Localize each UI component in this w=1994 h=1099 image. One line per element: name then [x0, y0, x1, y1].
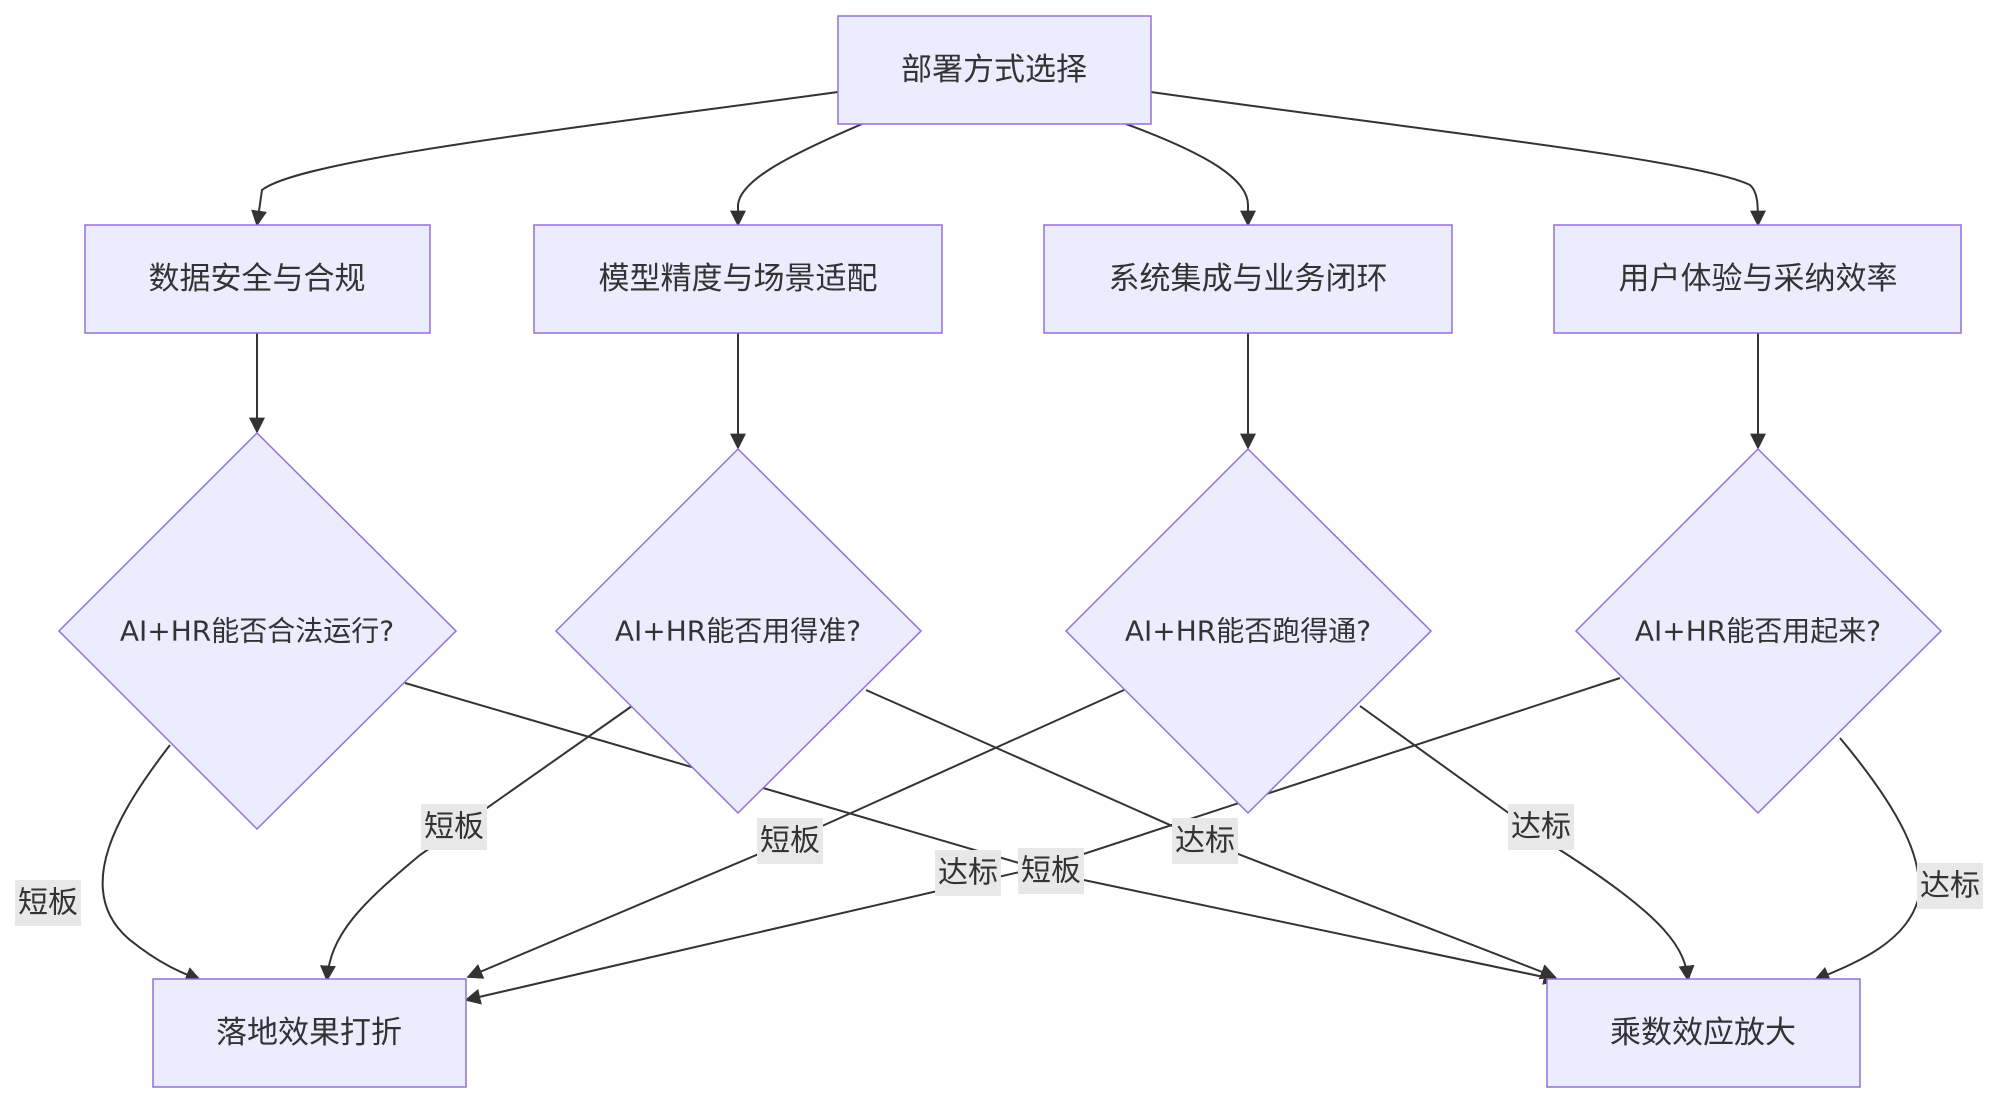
edge-root-to-model-accuracy — [730, 123, 863, 227]
edge-label-legal-pass-text: 达标 — [938, 856, 998, 891]
system-integration-label: 系统集成与业务闭环 — [1109, 261, 1388, 297]
edge-label-run-short: 短板 — [757, 818, 823, 864]
edge-label-adopt-pass-bg — [1917, 863, 1983, 909]
edge-label-run-pass-bg — [1508, 804, 1574, 850]
edge-label-run-short-text: 短板 — [760, 824, 820, 859]
node-root[interactable]: 部署方式选择 — [837, 15, 1152, 125]
node-q-adopt[interactable]: AI+HR能否用起来? — [1574, 447, 1943, 815]
user-experience-label: 用户体验与采纳效率 — [1619, 261, 1898, 297]
node-user-experience[interactable]: 用户体验与采纳效率 — [1553, 224, 1962, 334]
edge-label-legal-pass: 达标 — [935, 850, 1001, 896]
edge-q-legal-short — [101, 744, 202, 983]
edge-q-accurate-short — [319, 705, 633, 982]
q-legal-label: AI+HR能否合法运行? — [120, 615, 394, 648]
root-box — [837, 15, 1152, 125]
result-discount-label: 落地效果打折 — [216, 1015, 402, 1051]
edge-label-accurate-short-bg — [421, 804, 487, 850]
node-q-run[interactable]: AI+HR能否跑得通? — [1064, 447, 1433, 815]
edge-labels: 短板 短板 短板 达标 短板 达标 达标 达标 — [15, 804, 1983, 926]
user-experience-box — [1553, 224, 1962, 334]
root-label: 部署方式选择 — [901, 52, 1087, 88]
node-model-accuracy[interactable]: 模型精度与场景适配 — [533, 224, 943, 334]
edge-label-accurate-pass-bg — [1172, 818, 1238, 864]
edge-label-adopt-short-bg — [1018, 848, 1084, 894]
edge-label-accurate-short: 短板 — [421, 804, 487, 850]
edge-root-to-data-security — [251, 91, 839, 227]
edges-categories — [249, 333, 1766, 450]
data-security-label: 数据安全与合规 — [149, 261, 366, 297]
q-legal-diamond — [57, 431, 458, 831]
q-run-diamond — [1064, 447, 1433, 815]
edge-q-adopt-pass — [1813, 737, 1921, 982]
q-run-label: AI+HR能否跑得通? — [1125, 615, 1371, 648]
model-accuracy-label: 模型精度与场景适配 — [599, 261, 878, 297]
edges-results — [101, 677, 1921, 1005]
system-integration-box — [1043, 224, 1453, 334]
edges-root — [251, 91, 1766, 227]
edge-label-run-pass-text: 达标 — [1511, 810, 1571, 845]
q-adopt-label: AI+HR能否用起来? — [1635, 615, 1881, 648]
edge-label-legal-short-bg — [15, 880, 81, 926]
result-discount-box — [152, 978, 467, 1088]
edge-q-run-pass — [1359, 705, 1695, 982]
result-multiply-label: 乘数效应放大 — [1610, 1015, 1796, 1051]
edge-root-to-system-integration — [1125, 123, 1256, 227]
edge-label-accurate-short-text: 短板 — [424, 810, 484, 845]
node-data-security[interactable]: 数据安全与合规 — [84, 224, 431, 334]
edge-root-to-user-experience — [1150, 91, 1766, 227]
edge-label-accurate-pass: 达标 — [1172, 818, 1238, 864]
edge-label-adopt-pass: 达标 — [1917, 863, 1983, 909]
edge-label-accurate-pass-text: 达标 — [1175, 824, 1235, 859]
node-q-accurate[interactable]: AI+HR能否用得准? — [554, 447, 923, 815]
edge-label-adopt-short-text: 短板 — [1021, 854, 1081, 889]
q-adopt-diamond — [1574, 447, 1943, 815]
node-result-multiply[interactable]: 乘数效应放大 — [1546, 978, 1861, 1088]
model-accuracy-box — [533, 224, 943, 334]
q-accurate-diamond — [554, 447, 923, 815]
edge-label-run-pass: 达标 — [1508, 804, 1574, 850]
edge-label-run-short-bg — [757, 818, 823, 864]
data-security-box — [84, 224, 431, 334]
edge-label-legal-short: 短板 — [15, 880, 81, 926]
node-system-integration[interactable]: 系统集成与业务闭环 — [1043, 224, 1453, 334]
result-multiply-box — [1546, 978, 1861, 1088]
edge-label-legal-pass-bg — [935, 850, 1001, 896]
edge-q-legal-pass — [404, 682, 1560, 985]
node-result-discount[interactable]: 落地效果打折 — [152, 978, 467, 1088]
edge-label-adopt-pass-text: 达标 — [1920, 869, 1980, 904]
q-accurate-label: AI+HR能否用得准? — [615, 615, 861, 648]
edge-label-legal-short-text: 短板 — [18, 886, 78, 921]
edge-label-adopt-short: 短板 — [1018, 848, 1084, 894]
node-q-legal[interactable]: AI+HR能否合法运行? — [57, 431, 458, 831]
